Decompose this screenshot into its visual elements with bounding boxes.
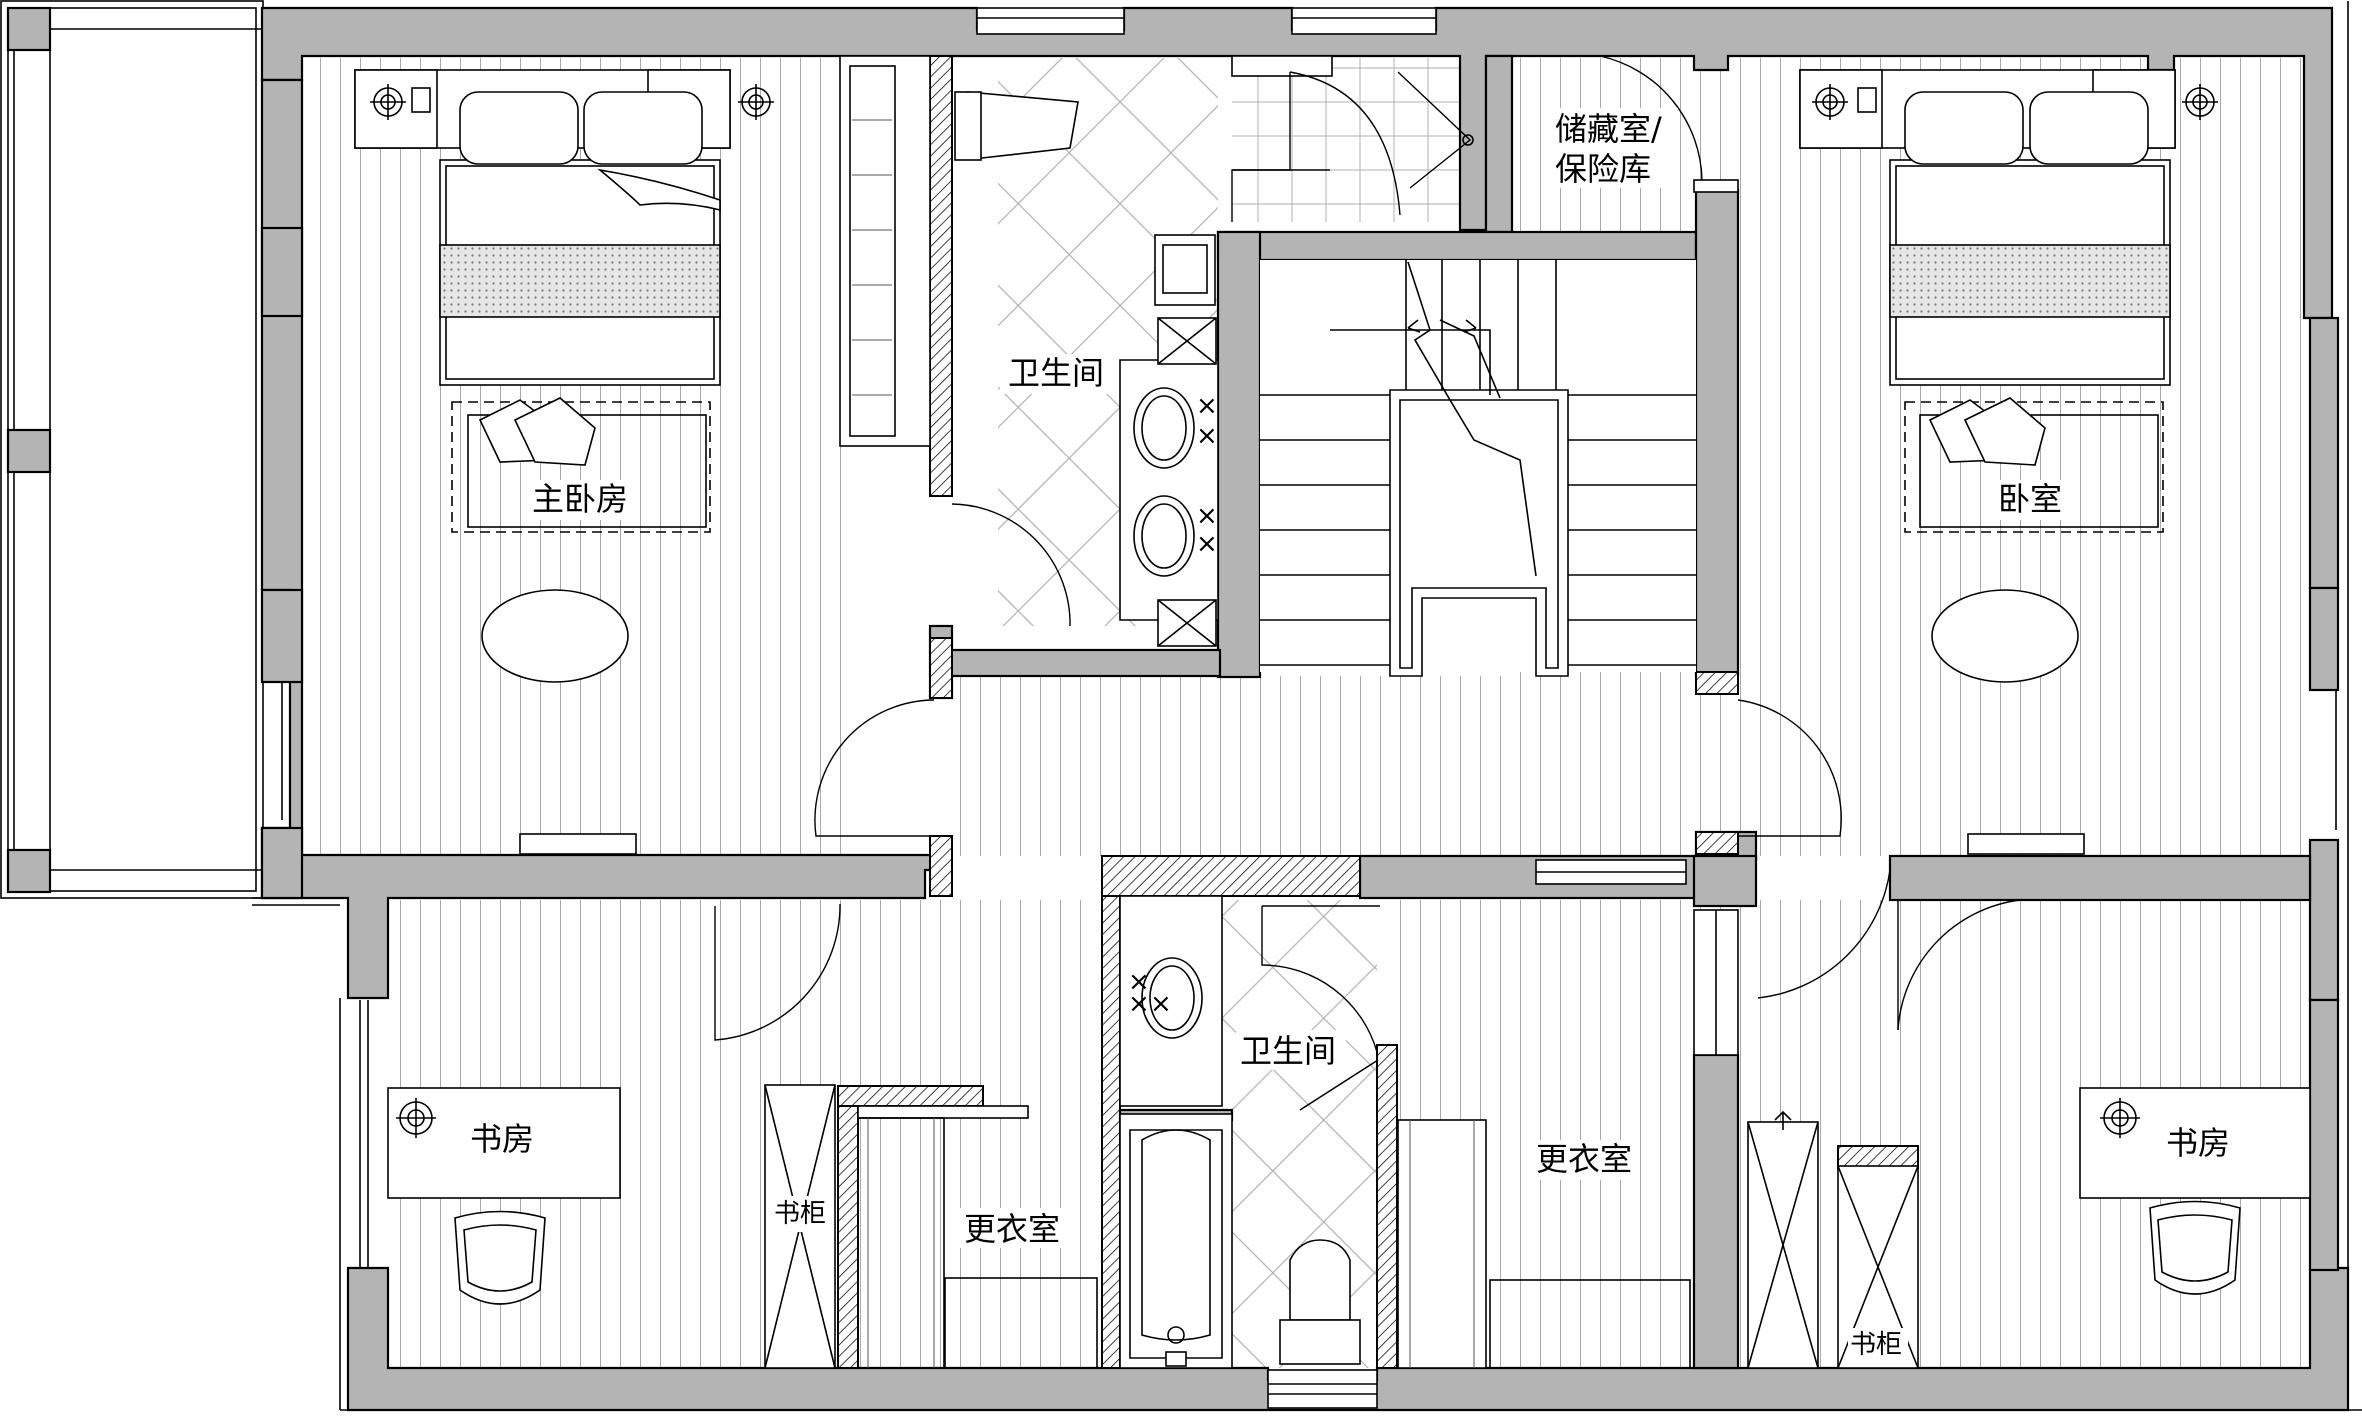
label-closet-right: 更衣室 <box>1536 1140 1632 1178</box>
label-bookcase-right: 书柜 <box>1850 1330 1902 1360</box>
svg-text:×: × <box>1196 501 1218 531</box>
svg-text:×: × <box>1196 391 1218 421</box>
svg-text:×: × <box>1150 989 1172 1019</box>
storage-door <box>1599 55 1739 193</box>
top-bathroom-fixtures: × × × × <box>954 55 1474 647</box>
label-study-right: 书房 <box>2166 1124 2230 1162</box>
label-bathroom-top: 卫生间 <box>1008 354 1104 392</box>
room-labels: 主卧房 卫生间 储藏室/ 保险库 卧室 书房 书柜 更衣室 卫生间 更衣室 书房… <box>462 108 2238 1364</box>
svg-text:×: × <box>1196 529 1218 559</box>
bottom-bathroom-fixtures: × × × <box>1119 895 1380 1369</box>
windows <box>976 7 1739 1409</box>
staircase <box>1260 260 1696 677</box>
label-storage: 储藏室/ <box>1555 110 1662 148</box>
label-bookcase-left: 书柜 <box>774 1199 826 1229</box>
svg-text:×: × <box>1128 989 1150 1019</box>
doors <box>714 503 2021 1053</box>
label-closet-left: 更衣室 <box>964 1210 1060 1248</box>
label-study-left: 书房 <box>470 1120 534 1158</box>
master-bed <box>354 69 774 855</box>
svg-text:×: × <box>1128 967 1150 997</box>
walls <box>260 6 2350 1412</box>
master-wardrobe <box>839 55 931 447</box>
svg-text:×: × <box>1196 421 1218 451</box>
label-storage-line2: 保险库 <box>1555 150 1651 188</box>
label-bedroom: 卧室 <box>1998 480 2062 518</box>
label-master-bedroom: 主卧房 <box>532 480 628 518</box>
right-bed <box>1799 69 2218 855</box>
right-closet-furniture <box>1397 1119 1691 1369</box>
label-bathroom-bottom: 卫生间 <box>1240 1032 1336 1070</box>
